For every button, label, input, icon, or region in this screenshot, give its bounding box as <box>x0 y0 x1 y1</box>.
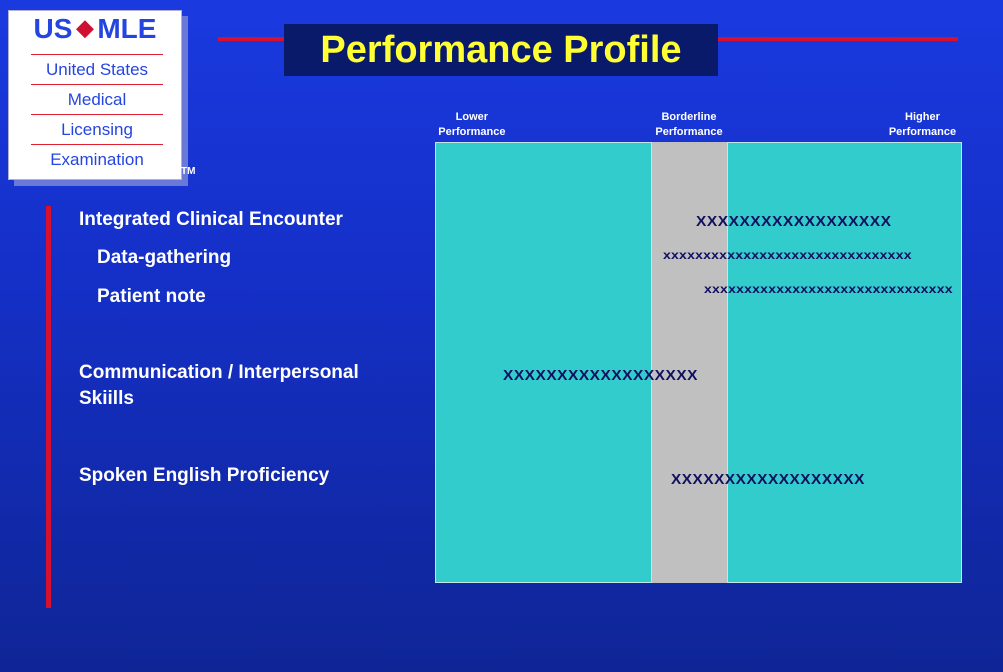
diamond-icon: ◆ <box>76 15 94 40</box>
score-marks: XXXXXXXXXXXXXXXXXX <box>695 213 892 230</box>
row-label: Integrated Clinical Encounter <box>79 209 343 230</box>
logo-line-1: United States <box>31 54 163 85</box>
header-line: Performance <box>888 126 957 138</box>
logo-wordmark: US◆MLE <box>9 13 181 53</box>
score-marks: xxxxxxxxxxxxxxxxxxxxxxxxxxxxxxx <box>663 248 912 262</box>
logo-mle: MLE <box>97 13 157 44</box>
logo-line-3: Licensing <box>31 114 163 145</box>
score-marks: XXXXXXXXXXXXXXXXXX <box>502 367 698 384</box>
usmle-logo: US◆MLE United States Medical Licensing E… <box>8 10 182 180</box>
score-marks: XXXXXXXXXXXXXXXXXX <box>671 471 866 488</box>
row-label: Communication / Interpersonal Skiills <box>79 362 359 409</box>
band-lower-region <box>435 142 653 583</box>
performance-chart: XXXXXXXXXXXXXXXXXX xxxxxxxxxxxxxxxxxxxxxx… <box>435 142 962 583</box>
band-borderline-region <box>652 142 728 583</box>
header-line: Lower <box>455 111 489 123</box>
header-line: Borderline <box>661 111 717 123</box>
logo-line-4: Examination <box>31 144 163 175</box>
page-title: Performance Profile <box>284 24 718 76</box>
row-label: Spoken English Proficiency <box>79 465 330 486</box>
accent-bar <box>46 206 51 608</box>
header-line: Performance <box>655 126 723 138</box>
band-higher-region <box>727 142 962 583</box>
trademark-symbol: TM <box>181 166 196 177</box>
logo-line-2: Medical <box>31 84 163 115</box>
header-line: Performance <box>438 126 506 138</box>
header-line: Higher <box>905 111 940 123</box>
row-label: Patient note <box>97 286 206 307</box>
logo-us: US <box>33 13 73 44</box>
row-label: Data-gathering <box>97 247 232 268</box>
score-marks: xxxxxxxxxxxxxxxxxxxxxxxxxxxxxxx <box>704 282 954 296</box>
